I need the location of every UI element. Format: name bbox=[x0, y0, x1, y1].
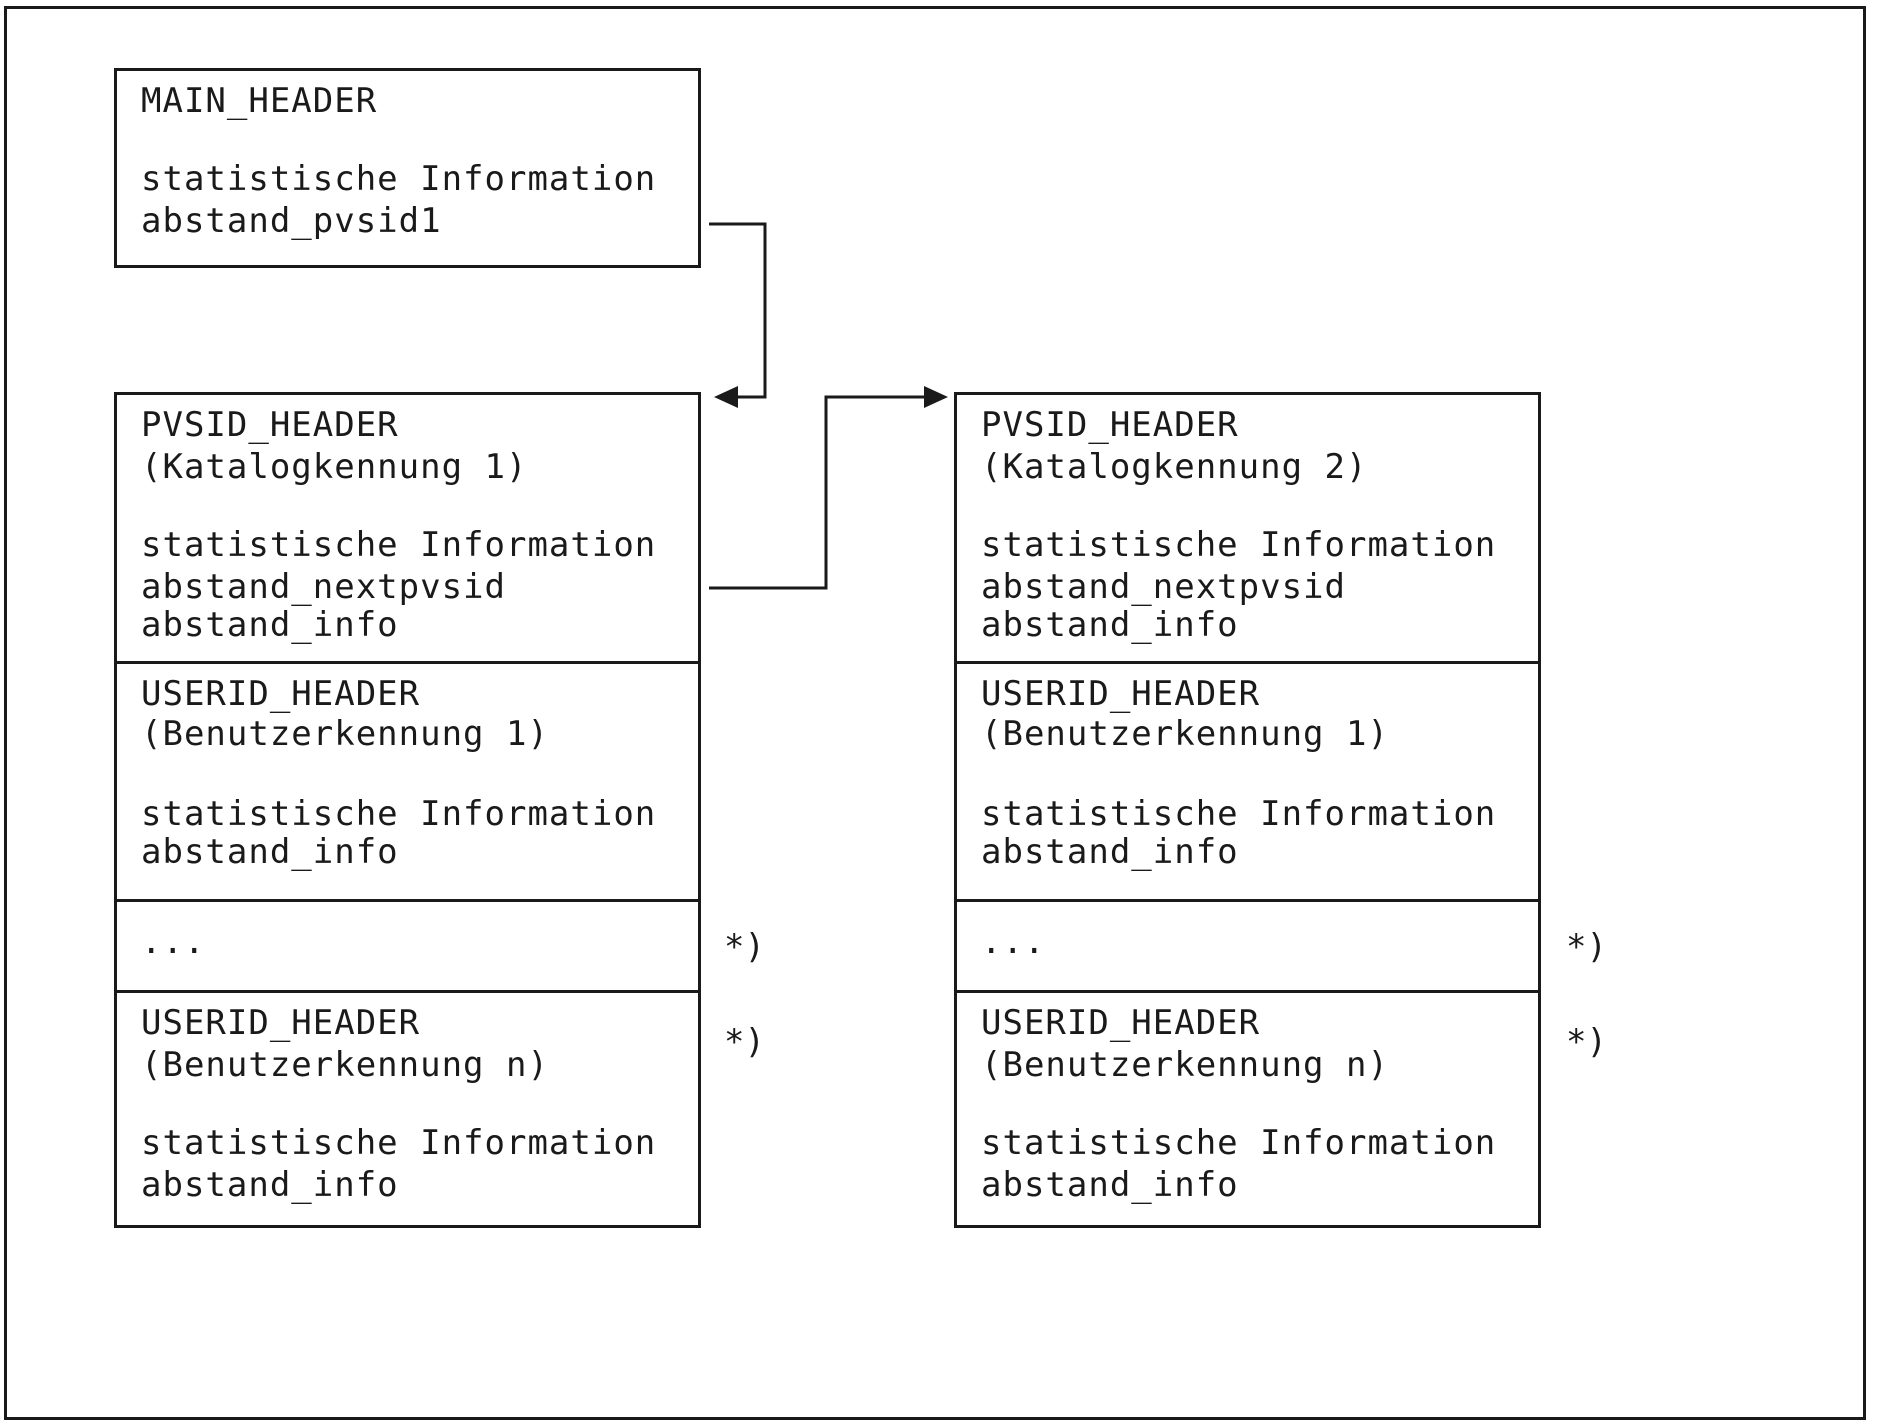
right-userid-last-cell: USERID_HEADER (Benutzerkennung n) statis… bbox=[957, 990, 1538, 1225]
right-pvsid-abstand-info: abstand_info bbox=[981, 605, 1239, 645]
left-pvsid-title: PVSID_HEADER bbox=[141, 405, 399, 445]
left-userid-first-abstand-info: abstand_info bbox=[141, 832, 399, 872]
left-pvsid-subtitle: (Katalogkennung 1) bbox=[141, 447, 528, 487]
right-pvsid-subtitle: (Katalogkennung 2) bbox=[981, 447, 1368, 487]
right-userid-last-stat-info: statistische Information bbox=[981, 1123, 1497, 1163]
left-userid-last-abstand-info: abstand_info bbox=[141, 1165, 399, 1205]
left-ellipsis-footnote-marker: *) bbox=[724, 927, 765, 967]
right-userid-first-cell: USERID_HEADER (Benutzerkennung 1) statis… bbox=[957, 661, 1538, 901]
right-userid-last-abstand-info: abstand_info bbox=[981, 1165, 1239, 1205]
right-userid-last-subtitle: (Benutzerkennung n) bbox=[981, 1045, 1389, 1085]
right-ellipsis-footnote-marker: *) bbox=[1566, 927, 1607, 967]
right-userid-last-title: USERID_HEADER bbox=[981, 1003, 1261, 1043]
left-userid-last-stat-info: statistische Information bbox=[141, 1123, 657, 1163]
left-userid-last-title: USERID_HEADER bbox=[141, 1003, 421, 1043]
left-userid-last-cell: USERID_HEADER (Benutzerkennung n) statis… bbox=[117, 990, 698, 1225]
right-pvsid-stat-info: statistische Information bbox=[981, 525, 1497, 565]
left-pvsid-abstand-info: abstand_info bbox=[141, 605, 399, 645]
left-pvsid-header-cell: PVSID_HEADER (Katalogkennung 1) statisti… bbox=[117, 395, 698, 664]
right-userid-first-title: USERID_HEADER bbox=[981, 674, 1261, 714]
right-pvsid-title: PVSID_HEADER bbox=[981, 405, 1239, 445]
left-catalog-box: PVSID_HEADER (Katalogkennung 1) statisti… bbox=[114, 392, 701, 1228]
left-pvsid-stat-info: statistische Information bbox=[141, 525, 657, 565]
main-header-title: MAIN_HEADER bbox=[141, 81, 378, 121]
main-header-stat-info: statistische Information bbox=[141, 159, 657, 199]
right-catalog-box: PVSID_HEADER (Katalogkennung 2) statisti… bbox=[954, 392, 1541, 1228]
main-header-abstand-pvsid1: abstand_pvsid1 bbox=[141, 201, 442, 241]
left-userid-last-subtitle: (Benutzerkennung n) bbox=[141, 1045, 549, 1085]
left-ellipsis-cell: ... bbox=[117, 899, 698, 992]
right-ellipsis-cell: ... bbox=[957, 899, 1538, 992]
right-ellipsis: ... bbox=[981, 922, 1046, 962]
diagram-frame bbox=[4, 6, 1866, 1420]
right-pvsid-abstand-nextpvsid: abstand_nextpvsid bbox=[981, 567, 1346, 607]
right-userid-first-stat-info: statistische Information bbox=[981, 794, 1497, 834]
left-pvsid-abstand-nextpvsid: abstand_nextpvsid bbox=[141, 567, 506, 607]
left-ellipsis: ... bbox=[141, 922, 206, 962]
left-userid-first-cell: USERID_HEADER (Benutzerkennung 1) statis… bbox=[117, 661, 698, 901]
right-pvsid-header-cell: PVSID_HEADER (Katalogkennung 2) statisti… bbox=[957, 395, 1538, 664]
right-userid-last-footnote-marker: *) bbox=[1566, 1022, 1607, 1062]
left-userid-first-title: USERID_HEADER bbox=[141, 674, 421, 714]
left-userid-last-footnote-marker: *) bbox=[724, 1022, 765, 1062]
left-userid-first-stat-info: statistische Information bbox=[141, 794, 657, 834]
right-userid-first-subtitle: (Benutzerkennung 1) bbox=[981, 714, 1389, 754]
right-userid-first-abstand-info: abstand_info bbox=[981, 832, 1239, 872]
left-userid-first-subtitle: (Benutzerkennung 1) bbox=[141, 714, 549, 754]
main-header-box: MAIN_HEADER statistische Information abs… bbox=[114, 68, 701, 268]
